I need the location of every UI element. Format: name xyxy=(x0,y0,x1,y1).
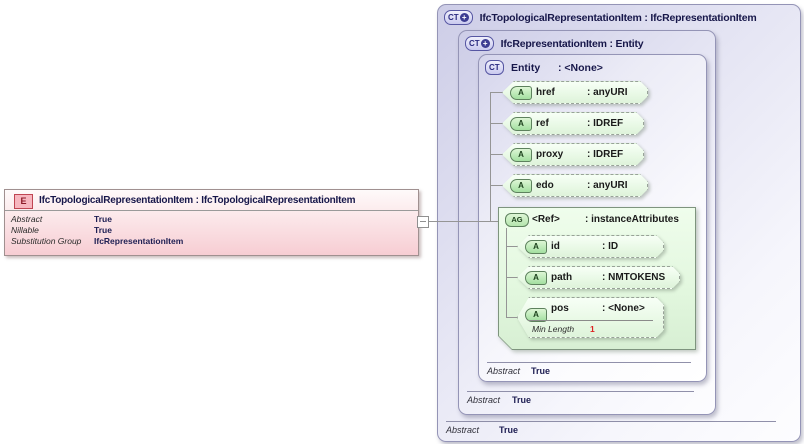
property-label: Nillable xyxy=(11,225,39,235)
attribute-row: A pos : <None> xyxy=(518,298,663,319)
tree-branch-line xyxy=(490,92,502,93)
entity-title-type: : <None> xyxy=(558,62,603,74)
attribute-icon: A xyxy=(525,271,547,285)
property-row: Abstract True xyxy=(11,214,112,224)
tree-branch-line xyxy=(490,123,502,124)
divider xyxy=(467,391,694,392)
tree-branch-line xyxy=(490,221,498,222)
attribute-id[interactable]: A id : ID xyxy=(517,235,664,258)
attribute-icon: A xyxy=(525,240,547,254)
attribute-path[interactable]: A path : NMTOKENS xyxy=(517,266,680,289)
complextype-icon[interactable]: CT xyxy=(485,60,504,75)
attribute-icon: A xyxy=(510,86,532,100)
attribute-type: : anyURI xyxy=(587,86,628,98)
attribute-type: : NMTOKENS xyxy=(602,271,666,283)
divider xyxy=(5,210,418,211)
attribute-icon: A xyxy=(510,117,532,131)
attribute-type: : anyURI xyxy=(587,179,628,191)
attribute-icon: A xyxy=(510,148,532,162)
min-length-facet: Min Length 1 xyxy=(532,324,574,334)
attribute-icon: A xyxy=(525,308,547,322)
complextype-icon[interactable]: CT+ xyxy=(444,10,473,25)
entity-title-name: Entity xyxy=(511,62,541,74)
box-title: IfcTopologicalRepresentationItem : IfcRe… xyxy=(479,11,757,24)
property-label: Abstract xyxy=(11,214,43,224)
expand-plus-icon[interactable]: + xyxy=(480,39,490,48)
attribute-group-name: <Ref> xyxy=(532,214,560,225)
attribute-edo[interactable]: A edo : anyURI xyxy=(502,174,648,197)
attribute-name: edo xyxy=(536,179,554,191)
complextype-icon[interactable]: CT+ xyxy=(465,36,494,51)
collapse-handle[interactable] xyxy=(417,216,429,228)
abstract-row: Abstract True xyxy=(467,395,531,405)
attribute-name: href xyxy=(536,86,555,98)
abstract-row: Abstract True xyxy=(487,366,550,376)
property-row: Nillable True xyxy=(11,225,112,235)
property-row: Substitution Group IfcRepresentationItem xyxy=(11,236,183,246)
attribute-type: : IDREF xyxy=(587,117,624,129)
box-title-row: CT xyxy=(485,60,504,75)
divider xyxy=(487,362,691,363)
box-title-row: CT+ IfcTopologicalRepresentationItem : I… xyxy=(444,10,757,25)
element-icon: E xyxy=(14,194,33,209)
property-value: True xyxy=(94,225,112,235)
tree-branch-line xyxy=(506,246,517,247)
attribute-group-icon: AG xyxy=(505,213,529,227)
collapse-dash-icon xyxy=(420,221,426,222)
attribute-type: : ID xyxy=(602,240,619,252)
attribute-proxy[interactable]: A proxy : IDREF xyxy=(502,143,644,166)
box-title-row: CT+ IfcRepresentationItem : Entity xyxy=(465,36,644,51)
abstract-row: Abstract True xyxy=(446,425,518,435)
element-box-ifctopologicalrepresentationitem[interactable]: E IfcTopologicalRepresentationItem : Ifc… xyxy=(4,189,419,256)
attribute-name: path xyxy=(551,271,573,283)
expand-plus-icon[interactable]: + xyxy=(459,13,469,22)
attribute-type: : <None> xyxy=(602,303,645,314)
divider xyxy=(446,421,776,422)
tree-trunk-line xyxy=(490,92,491,222)
complextype-icon-label: CT xyxy=(469,39,480,48)
property-value: IfcRepresentationItem xyxy=(94,236,184,246)
attribute-group-type: : instanceAttributes xyxy=(585,214,679,225)
complextype-icon-label: CT xyxy=(489,63,500,72)
property-value: True xyxy=(94,214,112,224)
abstract-value: True xyxy=(531,366,551,376)
attribute-name: pos xyxy=(551,303,569,314)
attribute-type: : IDREF xyxy=(587,148,624,160)
attribute-name: proxy xyxy=(536,148,564,160)
abstract-value: True xyxy=(512,395,532,405)
facet-divider xyxy=(528,320,653,321)
attribute-pos[interactable]: A pos : <None> Min Length 1 xyxy=(517,297,664,338)
attribute-name: ref xyxy=(536,117,549,129)
tree-trunk-line xyxy=(506,228,507,318)
tree-branch-line xyxy=(506,317,517,318)
attribute-ref[interactable]: A ref : IDREF xyxy=(502,112,644,135)
attribute-name: id xyxy=(551,240,560,252)
facet-label: Min Length xyxy=(532,324,575,334)
complextype-icon-label: CT xyxy=(448,13,459,22)
element-title: IfcTopologicalRepresentationItem : IfcTo… xyxy=(39,195,356,206)
abstract-label: Abstract xyxy=(467,395,501,405)
attribute-href[interactable]: A href : anyURI xyxy=(502,81,648,104)
property-label: Substitution Group xyxy=(11,236,82,246)
abstract-label: Abstract xyxy=(487,366,521,376)
facet-value: 1 xyxy=(590,324,595,334)
abstract-label: Abstract xyxy=(446,425,480,435)
tree-branch-line xyxy=(506,277,517,278)
tree-branch-line xyxy=(490,185,502,186)
attribute-icon: A xyxy=(510,179,532,193)
tree-branch-line xyxy=(490,154,502,155)
abstract-value: True xyxy=(499,425,519,435)
box-title: IfcRepresentationItem : Entity xyxy=(500,37,644,50)
connector-line xyxy=(429,221,490,222)
